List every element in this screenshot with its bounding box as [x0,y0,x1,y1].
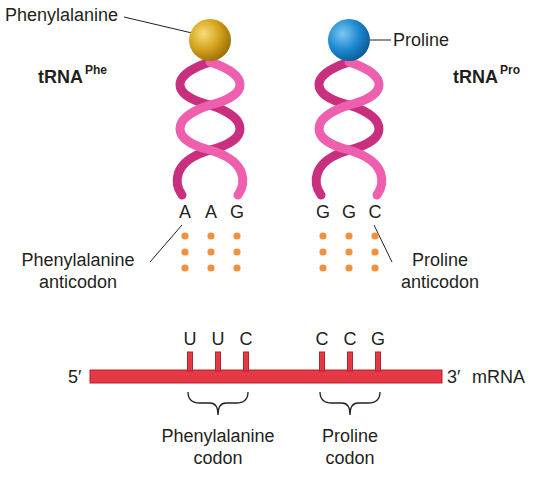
leader-line [150,225,182,262]
codon-base: C [310,328,334,350]
nucleotide-ticks [188,352,381,371]
anticodon-base: G [225,201,249,223]
codon-brace [188,392,248,415]
amino-acid-sphere [328,19,370,61]
leader-line [369,40,391,41]
leader-line [374,225,392,262]
codon-base: C [234,328,258,350]
molecule-label: mRNA [472,366,542,388]
trna-ribbon [316,62,379,195]
anticodon-base: G [311,201,335,223]
molecule-superscript: Phe [85,63,125,77]
trna-ribbon [177,62,240,195]
amino-acid-sphere [189,19,231,61]
codon-label: Phenylalanine codon [143,425,293,469]
anticodon-base: A [199,201,223,223]
part-label: Proline [393,29,483,51]
anticodon-label: Proline anticodon [385,249,495,293]
codon-base: C [338,328,362,350]
codon-base: U [206,328,230,350]
strand-end-label: 3′ [447,366,469,388]
anticodon-base: A [173,201,197,223]
part-label: Phenylalanine [5,4,145,26]
base-pair-dots [181,232,378,271]
trna-ribbon [180,62,243,195]
molecule-superscript: Pro [500,63,540,77]
codon-label: Proline codon [310,425,390,469]
codon-brace [320,392,380,415]
anticodon-base: C [363,201,387,223]
mrna-strand [90,370,442,383]
strand-end-label: 5′ [68,366,90,388]
codon-base: G [366,328,390,350]
codon-base: U [178,328,202,350]
trna-ribbon [319,62,382,195]
anticodon-base: G [337,201,361,223]
leader-line [124,17,192,33]
anticodon-label: Phenylalanine anticodon [3,249,153,293]
